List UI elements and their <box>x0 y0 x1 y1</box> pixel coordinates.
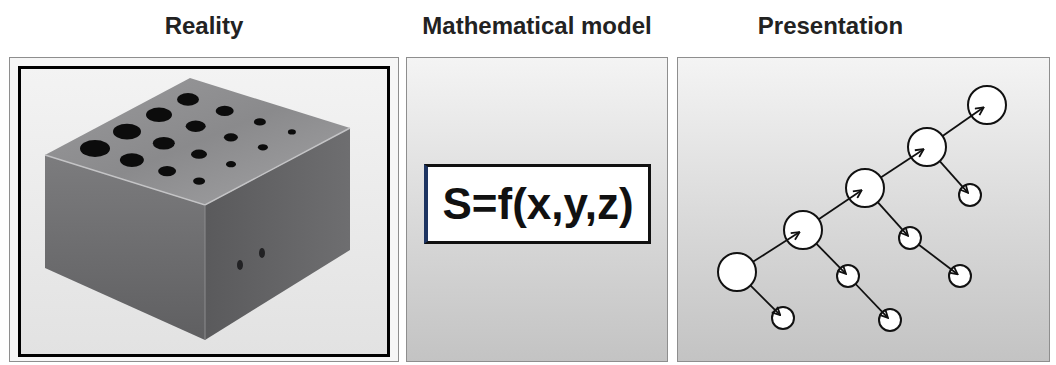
hole <box>186 121 206 132</box>
tree-arrow <box>856 284 888 318</box>
panel-heading-holder: Reality <box>10 6 398 46</box>
tree-arrow <box>943 107 984 136</box>
tree-circles <box>718 86 1006 331</box>
hole <box>120 153 144 167</box>
hole <box>80 140 110 157</box>
hole <box>224 133 238 141</box>
panel-heading: Mathematical model <box>422 12 651 39</box>
panel-heading-holder: Mathematical model <box>407 6 667 46</box>
hole <box>288 129 296 134</box>
block-edge <box>205 205 206 340</box>
hole <box>158 166 176 176</box>
tree-arrow <box>919 245 958 275</box>
hole <box>216 106 234 116</box>
holes <box>80 93 296 270</box>
tree-arrow <box>881 149 924 177</box>
panel-ground <box>9 57 399 362</box>
hole <box>259 248 265 258</box>
formula-text: S=f(x,y,z) <box>442 180 633 228</box>
tree-circle <box>968 86 1006 124</box>
tree-circle <box>949 265 971 287</box>
hole <box>193 178 205 185</box>
tree-circle <box>718 253 756 291</box>
hole <box>146 108 172 123</box>
panel: Mathematical modelS=f(x,y,z) <box>406 57 668 362</box>
hole <box>254 118 266 125</box>
tree-circle <box>908 128 946 166</box>
hole <box>153 137 175 150</box>
panel-heading: Reality <box>165 12 244 39</box>
hole <box>226 161 236 167</box>
block-edge <box>45 128 350 205</box>
block-top <box>45 78 350 205</box>
metal-block <box>45 78 350 340</box>
hole <box>237 260 243 270</box>
panel: Presentation <box>677 57 1050 362</box>
tree-circle <box>784 211 822 249</box>
tree-circle <box>846 169 884 207</box>
panel-ground <box>677 57 1050 362</box>
tree-arrow <box>940 161 968 193</box>
panel-heading: Presentation <box>758 12 903 39</box>
hole <box>177 93 199 106</box>
panel: Reality <box>9 57 399 362</box>
panel-ground <box>406 57 668 362</box>
formula-box: S=f(x,y,z) <box>424 164 651 244</box>
tree-arrow <box>819 190 862 219</box>
tree-arrows <box>750 107 983 317</box>
tree-arrow <box>750 285 780 315</box>
tree-arrow <box>878 202 908 236</box>
photo-frame <box>20 68 389 356</box>
hole <box>191 150 207 159</box>
tree-arrow <box>753 232 800 262</box>
hole <box>113 124 141 140</box>
panel-heading-holder: Presentation <box>645 6 1016 46</box>
hole <box>258 144 268 150</box>
tree-arrow <box>816 244 846 274</box>
